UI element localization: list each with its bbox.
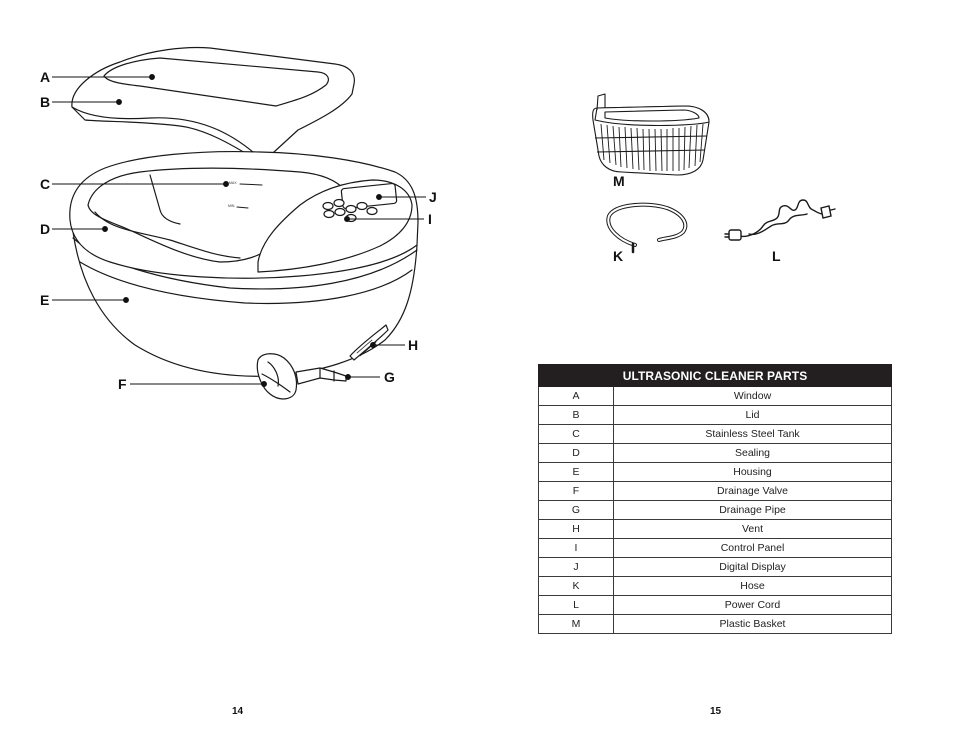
part-code: L <box>538 595 614 615</box>
callout-i: I <box>428 211 432 227</box>
part-code: M <box>538 614 614 634</box>
callout-e: E <box>40 292 50 308</box>
drainage-pipe-shape <box>295 367 347 385</box>
part-name: Drainage Valve <box>613 481 892 501</box>
page-number-left: 14 <box>232 706 244 717</box>
part-name: Power Cord <box>613 595 892 615</box>
part-name: Sealing <box>613 443 892 463</box>
plastic-basket-illustration <box>592 93 836 254</box>
min-mark: MIN <box>228 204 235 208</box>
callout-a: A <box>40 69 51 85</box>
part-name: Vent <box>613 519 892 539</box>
callout-c: C <box>40 176 51 192</box>
part-code: C <box>538 424 614 444</box>
max-mark: MAX <box>229 181 237 185</box>
left-page: MAX MIN A B C D E F G H I J 14 <box>40 46 437 717</box>
part-name: Lid <box>613 405 892 425</box>
part-code: F <box>538 481 614 501</box>
part-code: K <box>538 576 614 596</box>
part-code: D <box>538 443 614 463</box>
part-name: Drainage Pipe <box>613 500 892 520</box>
part-name: Housing <box>613 462 892 482</box>
callout-g: G <box>384 369 395 385</box>
part-code: E <box>538 462 614 482</box>
part-code: G <box>538 500 614 520</box>
part-name: Digital Display <box>613 557 892 577</box>
callout-m: M <box>613 173 625 189</box>
part-name: Stainless Steel Tank <box>613 424 892 444</box>
callout-h: H <box>408 337 419 353</box>
callout-f: F <box>118 376 127 392</box>
parts-table-title: ULTRASONIC CLEANER PARTS <box>538 364 892 387</box>
callout-j: J <box>429 189 437 205</box>
part-code: J <box>538 557 614 577</box>
ultrasonic-cleaner-illustration <box>52 46 426 400</box>
window-shape <box>103 57 329 107</box>
page-number-right: 15 <box>710 706 722 717</box>
parts-table-header: ULTRASONIC CLEANER PARTS <box>538 364 892 387</box>
part-name: Hose <box>613 576 892 596</box>
part-code: B <box>538 405 614 425</box>
display-shape <box>340 182 398 210</box>
part-code: H <box>538 519 614 539</box>
power-cord-shape <box>738 199 824 238</box>
part-name: Plastic Basket <box>613 614 892 634</box>
part-code: I <box>538 538 614 558</box>
callout-l: L <box>772 248 781 264</box>
part-code: A <box>538 386 614 406</box>
part-name: Control Panel <box>613 538 892 558</box>
callout-b: B <box>40 94 51 110</box>
callout-d: D <box>40 221 51 237</box>
part-name: Window <box>613 386 892 406</box>
callout-k: K <box>613 248 624 264</box>
